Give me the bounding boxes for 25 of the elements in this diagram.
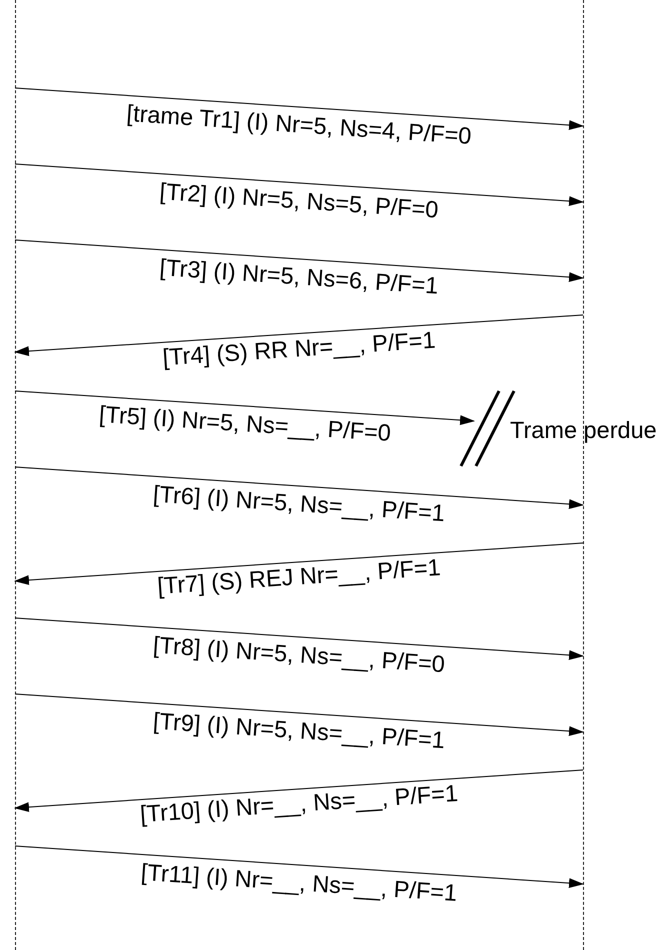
- edge-label: [Tr11] (I) Nr=__, Ns=__, P/F=1: [140, 858, 458, 908]
- edge-label: [Tr10] (I) Nr=__, Ns=__, P/F=1: [139, 780, 459, 828]
- lifeline: [583, 0, 584, 950]
- arrow: [14, 770, 584, 812]
- arrow: [14, 694, 584, 736]
- edge-label: [Tr8] (I) Nr=5, Ns=__, P/F=0: [152, 632, 446, 678]
- arrow: [14, 846, 584, 888]
- edge-label: [trame Tr1] (I) Nr=5, Ns=4, P/F=0: [126, 100, 472, 150]
- arrow: [14, 542, 584, 586]
- arrow: [14, 390, 475, 426]
- edge-label: [Tr9] (I) Nr=5, Ns=__, P/F=1: [152, 708, 446, 754]
- arrow: [14, 164, 584, 206]
- arrow: [14, 618, 584, 660]
- arrow: [14, 88, 584, 130]
- edge-label: [Tr2] (I) Nr=5, Ns=5, P/F=0: [158, 178, 440, 224]
- arrow: [14, 466, 584, 510]
- arrow: [14, 314, 584, 356]
- edge-label: [Tr7] (S) REJ Nr=__, P/F=1: [156, 554, 442, 600]
- arrow: [14, 240, 584, 282]
- lifeline: [15, 0, 16, 950]
- edge-label: [Tr5] (I) Nr=5, Ns=__, P/F=0: [98, 401, 392, 447]
- edge-label: [Tr4] (S) RR Nr=__, P/F=1: [162, 326, 436, 371]
- edge-label: [Tr6] (I) Nr=5, Ns=__, P/F=1: [152, 480, 446, 528]
- edge-label: [Tr3] (I) Nr=5, Ns=6, P/F=1: [158, 254, 440, 300]
- note-text: Trame perdue: [510, 417, 657, 444]
